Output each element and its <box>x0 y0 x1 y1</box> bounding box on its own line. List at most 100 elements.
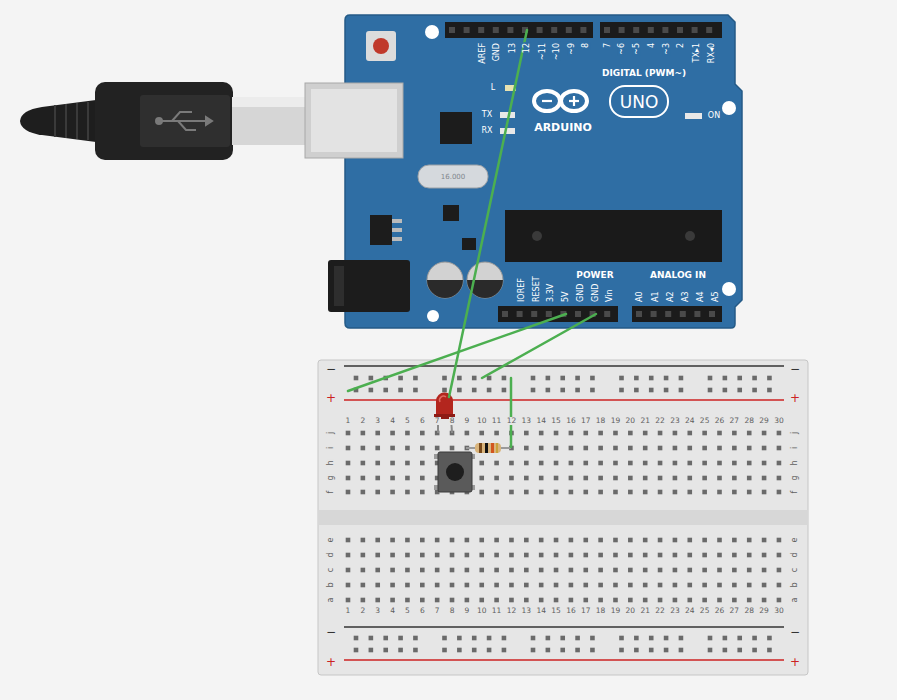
breadboard-hole <box>613 583 618 588</box>
breadboard-hole <box>494 431 499 436</box>
header-pin <box>537 27 543 33</box>
brand-name: ARDUINO <box>533 122 593 133</box>
breadboard-hole <box>390 476 395 481</box>
column-number: 18 <box>595 417 607 425</box>
breadboard-hole <box>702 553 707 558</box>
header-pin <box>706 27 712 33</box>
row-letter: j <box>327 431 335 435</box>
breadboard-hole <box>375 446 380 451</box>
breadboard-hole <box>546 376 551 381</box>
header-pin <box>464 27 470 33</box>
header-pin <box>531 311 537 317</box>
breadboard-hole <box>702 598 707 603</box>
rail-sign: − <box>325 363 337 375</box>
pin-label: ~9 <box>568 42 576 56</box>
header-pin <box>680 311 686 317</box>
breadboard-hole <box>649 376 654 381</box>
breadboard-hole <box>494 583 499 588</box>
pin-label: A3 <box>682 290 690 303</box>
breadboard-hole <box>509 476 514 481</box>
breadboard-hole <box>457 388 462 393</box>
breadboard-hole <box>479 568 484 573</box>
breadboard-hole <box>554 431 559 436</box>
breadboard-hole <box>539 568 544 573</box>
breadboard-hole <box>590 388 595 393</box>
power-led <box>685 113 702 119</box>
breadboard-hole <box>649 636 654 641</box>
breadboard-hole <box>658 490 663 495</box>
pin-label: ~5 <box>633 42 641 56</box>
breadboard-hole <box>435 553 440 558</box>
header-pin <box>619 27 625 33</box>
breadboard-hole <box>628 598 633 603</box>
breadboard-holes <box>346 376 782 653</box>
breadboard-hole <box>479 490 484 495</box>
breadboard-hole <box>405 476 410 481</box>
column-number: 26 <box>714 417 726 425</box>
breadboard-hole <box>747 598 752 603</box>
column-number: 20 <box>625 417 637 425</box>
breadboard-hole <box>531 636 536 641</box>
breadboard-hole <box>658 538 663 543</box>
column-number: 8 <box>449 417 456 425</box>
breadboard-hole <box>723 636 728 641</box>
breadboard-hole <box>747 583 752 588</box>
pin-label: ~6 <box>618 42 626 56</box>
breadboard-hole <box>524 476 529 481</box>
breadboard-hole <box>539 461 544 466</box>
column-number: 9 <box>463 417 470 425</box>
resistor-band <box>496 443 498 453</box>
breadboard-hole <box>531 388 536 393</box>
column-number: 11 <box>491 417 503 425</box>
breadboard-hole <box>628 553 633 558</box>
breadboard-hole <box>420 598 425 603</box>
column-number: 3 <box>374 607 381 615</box>
header-pin <box>478 27 484 33</box>
breadboard-hole <box>465 553 470 558</box>
breadboard-hole <box>658 476 663 481</box>
breadboard-hole <box>679 388 684 393</box>
breadboard-hole <box>702 583 707 588</box>
led-label: L <box>490 84 496 92</box>
breadboard-hole <box>494 538 499 543</box>
pin-label: ~10 <box>553 42 561 61</box>
breadboard-hole <box>613 490 618 495</box>
breadboard-hole <box>502 648 507 653</box>
breadboard-hole <box>369 636 374 641</box>
breadboard-hole <box>361 553 366 558</box>
breadboard-hole <box>679 636 684 641</box>
breadboard-hole <box>346 538 351 543</box>
column-number: 1 <box>345 607 352 615</box>
column-number: 21 <box>639 607 651 615</box>
breadboard-hole <box>777 538 782 543</box>
breadboard-hole <box>583 476 588 481</box>
header-pin <box>709 311 715 317</box>
breadboard-hole <box>598 538 603 543</box>
column-number: 4 <box>389 607 396 615</box>
breadboard-hole <box>442 636 447 641</box>
pin-label: GND <box>493 42 501 62</box>
pin-label: AREF <box>479 42 487 65</box>
column-number: 25 <box>699 417 711 425</box>
pin-header <box>632 306 722 322</box>
breadboard-hole <box>777 568 782 573</box>
led-label: RX <box>480 127 493 135</box>
header-pin <box>651 311 657 317</box>
pin-header <box>445 22 593 38</box>
column-number: 12 <box>506 607 518 615</box>
breadboard-hole <box>560 636 565 641</box>
breadboard-hole <box>494 490 499 495</box>
breadboard-hole <box>435 598 440 603</box>
breadboard-hole <box>435 446 440 451</box>
breadboard-hole <box>598 431 603 436</box>
breadboard-hole <box>762 583 767 588</box>
breadboard-hole <box>723 648 728 653</box>
breadboard-hole <box>413 388 418 393</box>
led <box>434 393 455 434</box>
breadboard-hole <box>569 583 574 588</box>
breadboard-hole <box>502 388 507 393</box>
resistor-body <box>475 443 501 453</box>
breadboard-hole <box>420 446 425 451</box>
breadboard-hole <box>762 476 767 481</box>
